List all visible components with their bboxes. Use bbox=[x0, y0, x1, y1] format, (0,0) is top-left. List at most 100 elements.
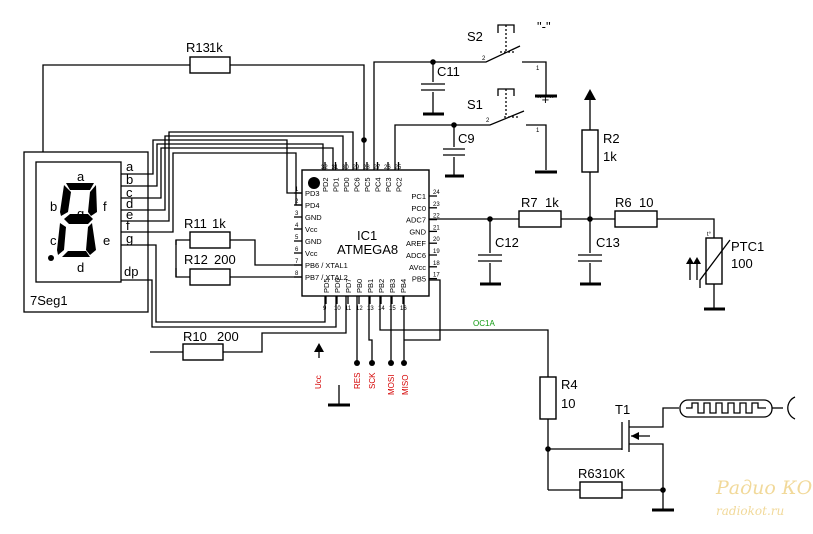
s1-pin-2: 2 bbox=[486, 118, 490, 124]
face-label-e: e bbox=[103, 233, 110, 248]
isp-connector: OC1A Ucc RES SCK MOSI MISO bbox=[314, 279, 549, 407]
ucc-arrow bbox=[314, 343, 324, 352]
ic-bottom-pin-number: 15 bbox=[389, 306, 396, 312]
vcc-arrow-r2 bbox=[584, 89, 596, 100]
segment-c bbox=[86, 223, 96, 255]
ic-bottom-pin-label: PD7 bbox=[344, 278, 353, 293]
display-wiring bbox=[42, 64, 367, 328]
ic-left-pin-label: PD3 bbox=[305, 189, 320, 198]
ic-bottom-pin-label: PB2 bbox=[377, 279, 386, 293]
segment-b bbox=[88, 185, 97, 216]
ic-bottom-pin-label: PB3 bbox=[388, 279, 397, 293]
r63-value: 10K bbox=[602, 466, 625, 481]
r4-label: R4 bbox=[561, 377, 578, 392]
ic-right-pin-label: PC0 bbox=[411, 204, 426, 213]
ic-bottom-pin-label: PB0 bbox=[355, 279, 364, 293]
r2-label: R2 bbox=[603, 131, 620, 146]
capacitor-c11: C11 bbox=[421, 62, 460, 116]
seg-pin-a: a bbox=[126, 159, 134, 174]
ic-right-pin-number: 19 bbox=[433, 249, 440, 255]
switch-s2: S2 "-" 2 1 bbox=[373, 19, 557, 170]
ic-right-pin-label: ADC7 bbox=[406, 216, 426, 225]
s2-sign: "-" bbox=[537, 19, 551, 34]
r13-value: 1k bbox=[209, 40, 223, 55]
face-label-b: b bbox=[50, 199, 57, 214]
c11-label: C11 bbox=[437, 64, 460, 79]
watermark-site: radiokot.ru bbox=[716, 504, 784, 518]
ic-top-pin-number: 29 bbox=[353, 165, 360, 171]
ic-right-pin-label: PC1 bbox=[411, 192, 426, 201]
c12-label: C12 bbox=[495, 235, 519, 250]
resistor-r13: R13 1k bbox=[186, 40, 231, 74]
watermark-logo: Радио КОТ bbox=[715, 477, 813, 499]
isp-label-ucc: Ucc bbox=[314, 375, 323, 389]
seg-pin-f: f bbox=[126, 218, 130, 233]
ptc1-label: PTC1 bbox=[731, 239, 764, 254]
ic-bottom-pin-label: PD5 bbox=[322, 278, 331, 293]
s2-pin-1: 1 bbox=[536, 66, 540, 72]
ic-right-pin-number: 20 bbox=[433, 237, 440, 243]
ic-right-pin-number: 22 bbox=[433, 214, 440, 220]
seven-segment-face bbox=[35, 161, 122, 283]
ic-top-pin-label: PC2 bbox=[395, 177, 404, 192]
ic-left-pin-number: 4 bbox=[295, 223, 299, 229]
ic1-name: IC1 bbox=[357, 228, 377, 243]
ic-bottom-pin-label: PB1 bbox=[366, 279, 375, 293]
ic-left-pin-number: 1 bbox=[295, 187, 299, 193]
ic-left-pin-label: Vcc bbox=[305, 249, 318, 258]
radiokot-watermark: Радио КОТ radiokot.ru bbox=[715, 477, 813, 518]
ic-bottom-pin-number: 12 bbox=[356, 306, 363, 312]
ic-right-pin-label: AVcc bbox=[409, 263, 426, 272]
r12-label: R12 bbox=[184, 252, 208, 267]
resistor-r6 bbox=[614, 210, 658, 228]
ic-left-pin-number: 6 bbox=[295, 247, 299, 253]
t1-label: T1 bbox=[615, 402, 630, 417]
switch-s1: S1 "+" 2 1 bbox=[394, 88, 557, 174]
ic1-body bbox=[301, 169, 430, 297]
ic-left-pin-number: 2 bbox=[295, 199, 299, 205]
ic-top-pin-label: PD0 bbox=[342, 177, 351, 192]
isp-label-sck: SCK bbox=[368, 372, 377, 389]
oc1a-label: OC1A bbox=[473, 319, 495, 328]
resistor-r2 bbox=[581, 129, 599, 173]
ic-top-pin-number: 28 bbox=[363, 165, 370, 171]
ic1-pin1-marker bbox=[308, 177, 320, 189]
ic-bottom-pin-number: 13 bbox=[367, 306, 374, 312]
c9-label: C9 bbox=[458, 131, 475, 146]
ic-bottom-pin-label: PD6 bbox=[333, 278, 342, 293]
ic-right-pin-number: 21 bbox=[433, 225, 440, 231]
ic1-atmega8: IC1 ATMEGA8 PD31PD42GND3Vcc4GND5Vcc6PB6 … bbox=[294, 162, 440, 312]
ic-right-pin-number: 24 bbox=[433, 190, 440, 196]
ic-right-pin-number: 23 bbox=[433, 202, 440, 208]
resistor-r4 bbox=[539, 376, 557, 420]
ic-top-pin-label: PC3 bbox=[384, 177, 393, 192]
r10-value: 200 bbox=[217, 329, 239, 344]
ic-top-pin-label: PC5 bbox=[363, 177, 372, 192]
resistor-r12: R12 200 bbox=[175, 252, 302, 286]
ic-top-pin-label: PC4 bbox=[374, 177, 383, 192]
ic-top-pin-number: 30 bbox=[342, 165, 349, 171]
seg-pin-d: d bbox=[126, 196, 133, 211]
heater-driver: R4 10 R63 10K T1 bbox=[539, 376, 796, 512]
ic-bottom-pin-label: PB4 bbox=[399, 279, 408, 293]
capacitor-c9: C9 bbox=[443, 125, 475, 178]
ic-right-pin-label: GND bbox=[409, 227, 426, 236]
s1-sign: "+" bbox=[537, 92, 554, 107]
face-label-g: g bbox=[77, 206, 84, 221]
r63-label: R63 bbox=[578, 466, 602, 481]
resistor-r63 bbox=[579, 481, 623, 499]
ic-left-pin-number: 7 bbox=[295, 259, 299, 265]
ic-top-pin-label: PC6 bbox=[353, 177, 362, 192]
ic-left-pin-label: GND bbox=[305, 237, 322, 246]
ic-left-pin-label: Vcc bbox=[305, 225, 318, 234]
ic-left-pin-label: PB6 / XTAL1 bbox=[305, 261, 348, 270]
ic-left-pin-number: 5 bbox=[295, 235, 299, 241]
seven-segment-display: a b f g c e d a b c d e f g dp 7Seg1 bbox=[23, 151, 149, 313]
resistor-r7 bbox=[518, 210, 562, 228]
r2-value: 1k bbox=[603, 149, 617, 164]
ic-bottom-pin-number: 11 bbox=[345, 306, 352, 312]
ic-bottom-pin-number: 10 bbox=[334, 306, 341, 312]
ic-top-pin-label: PD2 bbox=[321, 177, 330, 192]
